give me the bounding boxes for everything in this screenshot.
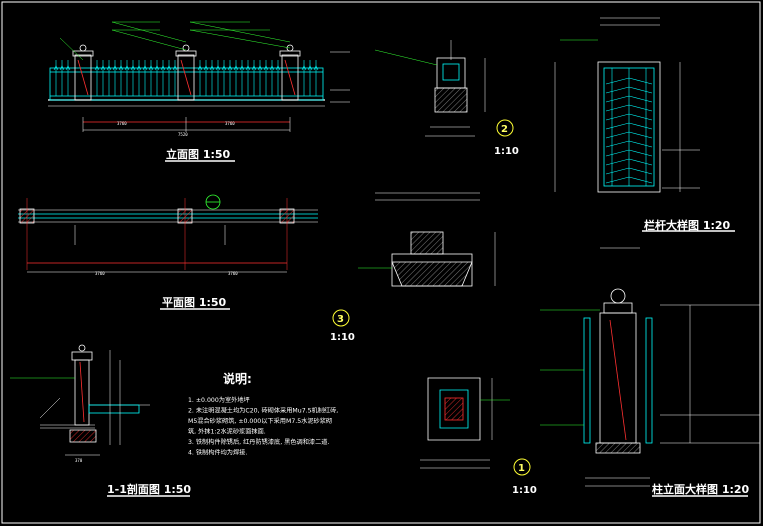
picket-chevron: [215, 65, 221, 71]
section-title: 1-1剖面图 1:50: [107, 482, 191, 496]
dim-elev-1: 3760: [117, 121, 127, 126]
picket-chevron: [94, 65, 100, 71]
picket-chevron: [251, 65, 257, 71]
picket-chevron: [154, 65, 160, 71]
column-detail-view: [540, 247, 760, 487]
detail-3-number: 3: [337, 314, 344, 325]
note-line: 2. 未注明混凝土均为C20, 砖砌体采用Mu7.5机制红砖,: [188, 407, 338, 415]
note-line: 4. 铁制构件均为焊接.: [188, 449, 247, 457]
dim-plan-1: 3760: [95, 271, 105, 276]
elevation-title: 立面图 1:50: [166, 147, 231, 161]
railing-title: 栏杆大样图 1:20: [644, 218, 731, 232]
picket-chevron: [106, 65, 112, 71]
detail-2-view: [374, 40, 486, 137]
picket-chevron: [197, 65, 203, 71]
railing-detail-view: [554, 17, 700, 193]
picket-chevron: [112, 65, 118, 71]
dim-elev-2: 3760: [225, 121, 235, 126]
picket-chevron: [130, 65, 136, 71]
note-line: 3. 铁制构件除锈后, 红丹防锈漆底, 黑色调和漆二道.: [188, 438, 329, 446]
picket-chevron: [148, 65, 154, 71]
notes-list: 1. ±0.000为室外地坪 2. 未注明混凝土均为C20, 砖砌体采用Mu7.5…: [188, 396, 338, 457]
detail-2-scale: 1:10: [494, 146, 519, 157]
picket-chevron: [124, 65, 130, 71]
plan-title: 平面图 1:50: [162, 296, 227, 309]
picket-chevron: [209, 65, 215, 71]
picket-chevron: [245, 65, 251, 71]
plan-view: [18, 194, 318, 273]
picket-chevron: [136, 65, 142, 71]
picket-chevron: [53, 65, 59, 71]
picket-chevron: [59, 65, 65, 71]
note-line: M5混合砂浆砌筑, ±0.000以下采用M7.5水泥砂浆砌: [188, 417, 332, 425]
elevation-view: [48, 21, 350, 132]
detail-1-number: 1: [518, 463, 525, 474]
dim-plan-2: 3760: [228, 271, 238, 276]
picket-chevron: [263, 65, 269, 71]
note-line: 1. ±0.000为室外地坪: [188, 396, 250, 404]
picket-chevron: [269, 65, 275, 71]
picket-chevron: [233, 65, 239, 71]
section-view: [10, 344, 150, 456]
picket-chevron: [307, 65, 313, 71]
detail-2-number: 2: [501, 124, 508, 135]
picket-chevron: [166, 65, 172, 71]
picket-chevron: [227, 65, 233, 71]
detail-2-marker: [496, 119, 514, 137]
detail-3-view: [358, 192, 496, 287]
picket-chevron: [257, 65, 263, 71]
column-title: 柱立面大样图 1:20: [652, 482, 750, 496]
note-line: 筑, 外抹1:2水泥砂浆面抹面.: [188, 428, 266, 436]
picket-chevron: [100, 65, 106, 71]
detail-3-scale: 1:10: [330, 332, 355, 343]
notes-heading: 说明:: [223, 371, 252, 386]
picket-chevron: [301, 65, 307, 71]
detail-1-scale: 1:10: [512, 485, 537, 496]
picket-chevron: [313, 65, 319, 71]
picket-chevron: [142, 65, 148, 71]
picket-chevron: [65, 65, 71, 71]
picket-chevron: [160, 65, 166, 71]
dim-elev-3: 7520: [178, 132, 188, 137]
picket-chevron: [118, 65, 124, 71]
dim-sec-1: 370: [75, 458, 83, 463]
detail-3-marker: [332, 309, 350, 327]
picket-chevron: [172, 65, 178, 71]
picket-chevron: [221, 65, 227, 71]
picket-chevron: [203, 65, 209, 71]
detail-1-marker: [513, 458, 531, 476]
detail-1-view: [420, 377, 510, 469]
picket-chevron: [239, 65, 245, 71]
picket-chevron: [275, 65, 281, 71]
